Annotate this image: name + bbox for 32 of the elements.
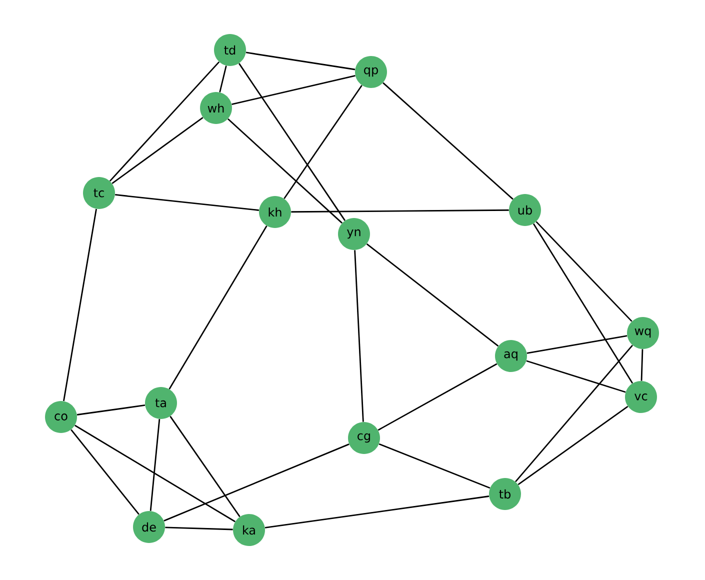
edge-line bbox=[165, 526, 233, 530]
edge-line bbox=[382, 82, 514, 200]
edge-line bbox=[238, 63, 346, 221]
edge-line bbox=[640, 349, 644, 381]
edge-line bbox=[291, 209, 509, 213]
edge-line bbox=[526, 335, 628, 354]
edge-line bbox=[378, 363, 498, 431]
edge-line bbox=[168, 226, 268, 390]
edge-line bbox=[228, 118, 343, 224]
edge-line bbox=[515, 344, 633, 482]
edge-line bbox=[366, 243, 499, 347]
edge-line bbox=[164, 444, 350, 522]
edge-line bbox=[63, 208, 97, 402]
edge-line bbox=[170, 416, 240, 518]
edge-line bbox=[112, 116, 204, 184]
edge-line bbox=[526, 360, 626, 393]
edge-line bbox=[246, 52, 356, 70]
edge-line bbox=[115, 194, 259, 211]
edge-line bbox=[76, 404, 146, 416]
edge-line bbox=[109, 61, 220, 182]
edge-line bbox=[232, 74, 356, 106]
edge-line bbox=[532, 223, 634, 384]
edge-line bbox=[518, 406, 628, 486]
edge-line bbox=[264, 496, 490, 528]
edge-line bbox=[74, 424, 236, 522]
edge-line bbox=[150, 419, 160, 511]
edge-line bbox=[536, 221, 632, 322]
edge-line bbox=[219, 66, 227, 92]
edge-line bbox=[284, 84, 362, 200]
edge-line bbox=[70, 429, 140, 515]
edge-line bbox=[378, 443, 490, 489]
edge-line bbox=[354, 250, 364, 422]
